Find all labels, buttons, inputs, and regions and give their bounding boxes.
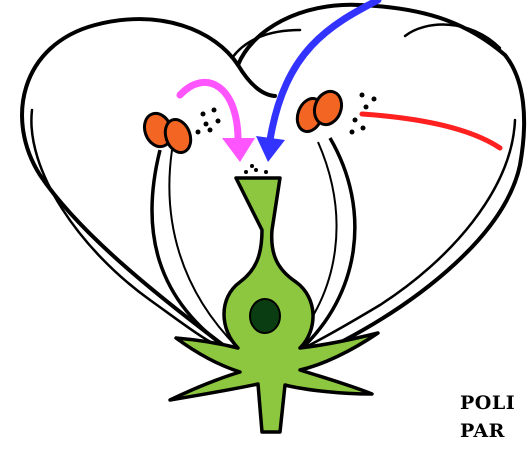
- pollen-grains-left: [196, 108, 221, 135]
- caption-line-1: POLI: [460, 392, 515, 414]
- arrow-external-red: [362, 114, 500, 148]
- ovule: [250, 299, 280, 333]
- anther-left: [140, 110, 195, 157]
- stigma-dots: [244, 164, 268, 174]
- caption-line-2: PAR: [460, 420, 505, 442]
- anther-right: [293, 88, 346, 136]
